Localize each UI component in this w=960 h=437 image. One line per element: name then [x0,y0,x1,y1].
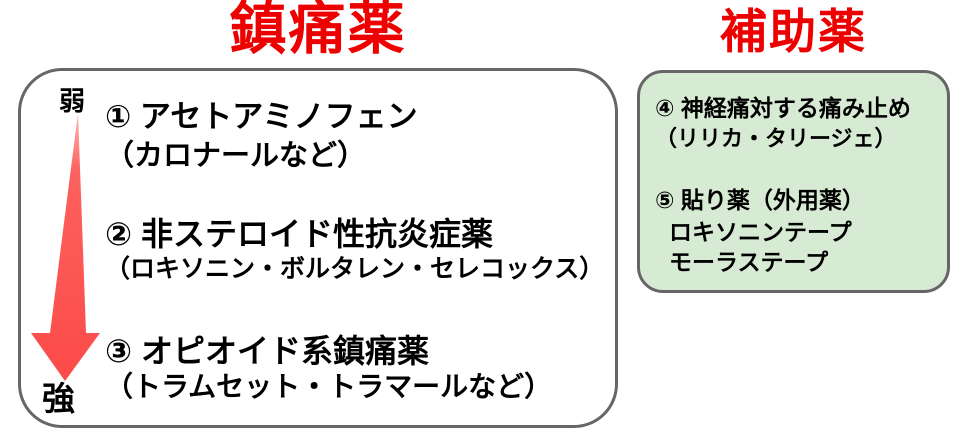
strength-down-arrow-icon [29,113,101,388]
med-item-5-example-2: モーラステープ [669,249,829,275]
med-item-5-name: ⑤ 貼り薬（外用薬） [655,187,865,213]
med-item-5-example-1: ロキソニンテープ [669,219,852,245]
analgesics-box: 弱 強 ① アセトアミノフェン （カロナールなど） ② 非ステロイド性抗炎症薬 … [18,68,618,428]
strong-label: 強 [42,380,75,417]
med-item-3-name: ③ オピオイド系鎮痛薬 [105,333,429,369]
med-item-2-examples: （ロキソニン・ボルタレン・セレコックス） [105,255,605,283]
med-item-2-name: ② 非ステロイド性抗炎症薬 [105,216,493,252]
adjuvants-box: ④ 神経痛対する痛み止め （リリカ・タリージェ） ⑤ 貼り薬（外用薬） ロキソニ… [637,70,950,293]
med-item-4-name: ④ 神経痛対する痛み止め [655,95,911,121]
med-item-3-examples: （トラムセット・トラマールなど） [105,371,553,402]
adjuvants-title: 補助薬 [720,5,867,58]
analgesics-title: 鎮痛薬 [229,0,407,61]
med-item-1-examples: （カロナールなど） [105,140,367,172]
med-item-1-name: ① アセトアミノフェン [105,99,418,134]
weak-label: 弱 [59,86,86,116]
med-item-4-examples: （リリカ・タリージェ） [655,126,897,151]
